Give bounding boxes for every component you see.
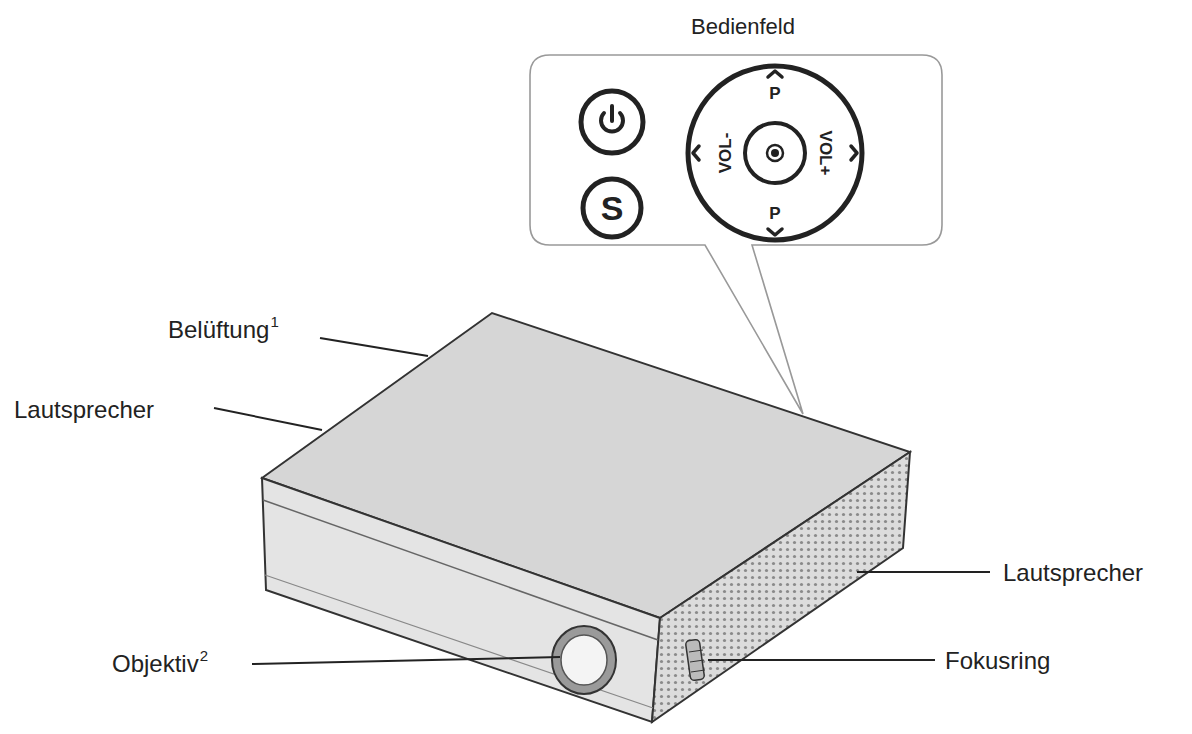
power-button	[581, 91, 643, 153]
part-label: Lautsprecher	[1003, 561, 1143, 585]
button-ring	[688, 66, 862, 240]
ok-button	[745, 123, 805, 183]
panel-heading: Bedienfeld	[691, 16, 795, 38]
focus-ring-grip	[691, 670, 705, 672]
body-edge	[263, 500, 658, 640]
button-label: VOL+	[817, 131, 834, 176]
focus-ring-grip	[689, 650, 703, 652]
body-edge	[265, 575, 653, 708]
button-label: P	[769, 85, 780, 102]
part-label: Fokusring	[945, 649, 1050, 673]
front-face	[262, 478, 660, 722]
button-label: VOL-	[717, 133, 734, 174]
control-panel: BedienfeldSPVOL-VOL+P	[530, 55, 942, 245]
speaker-grille	[652, 452, 910, 722]
round-button: S	[580, 176, 644, 240]
leader-line	[857, 571, 990, 573]
direction-arrow	[851, 146, 857, 160]
navigation-dial: P VOL- VOL+ P	[685, 63, 865, 243]
direction-arrow	[693, 146, 699, 160]
part-label: Lautsprecher	[14, 398, 154, 422]
callout-panel	[530, 55, 942, 414]
leader-line	[252, 657, 560, 664]
ok-symbol	[767, 145, 783, 161]
button-label: P	[769, 205, 780, 222]
power-symbol	[610, 106, 614, 121]
focus-ring-grip	[690, 660, 704, 662]
lens	[561, 635, 607, 685]
part-label: Objektiv	[112, 652, 199, 676]
lens-ring	[552, 626, 616, 694]
button-label: S	[601, 191, 624, 225]
direction-arrow	[768, 71, 782, 77]
leader-line	[708, 659, 935, 661]
footnote-number: 1	[270, 314, 278, 329]
direction-arrow	[768, 229, 782, 235]
leader-line	[214, 408, 322, 430]
ok-symbol	[771, 149, 779, 157]
footnote-number: 2	[200, 648, 208, 663]
part-label: Belüftung	[168, 318, 269, 342]
leader-line	[320, 338, 428, 356]
focus-ring	[685, 639, 704, 681]
button-ring	[583, 179, 641, 237]
